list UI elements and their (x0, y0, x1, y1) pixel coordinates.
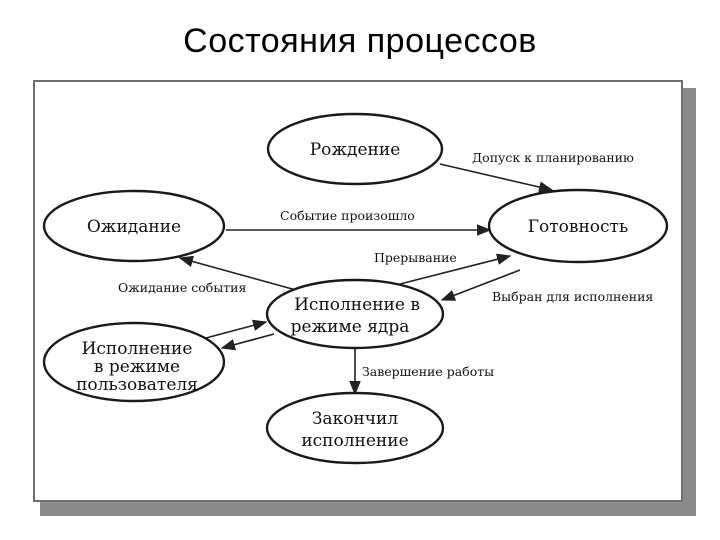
state-birth: Рождение (266, 112, 444, 186)
state-user-label-2: в режиме (94, 357, 180, 377)
state-waiting-label: Ожидание (87, 217, 181, 237)
state-kernel-label-1: Исполнение в (294, 295, 420, 315)
edge-labels: Допуск к планированию Событие произошло … (118, 150, 653, 379)
edges (178, 163, 554, 396)
edge-label-selected: Выбран для исполнения (492, 289, 653, 304)
edge-kernel-to-user (220, 333, 275, 351)
state-ready-label: Готовность (528, 217, 628, 237)
state-finished: Закончил исполнение (265, 391, 445, 465)
state-finished-label-1: Закончил (312, 409, 398, 429)
state-ready: Готовность (487, 188, 669, 264)
state-kernel: Исполнение в режиме ядра (265, 278, 445, 350)
slide-title: Состояния процессов (183, 22, 537, 60)
edge-kernel-to-waiting (178, 255, 297, 291)
state-user-label-3: пользователя (76, 375, 198, 395)
state-kernel-label-2: режиме ядра (291, 317, 410, 337)
edge-label-wait-event: Ожидание события (118, 280, 247, 295)
edge-label-interrupt: Прерывание (374, 250, 457, 265)
state-waiting: Ожидание (42, 189, 226, 263)
edge-user-to-kernel (205, 319, 268, 339)
state-user-label-1: Исполнение (82, 339, 193, 359)
edge-ready-to-kernel (440, 269, 521, 301)
edge-label-admission: Допуск к планированию (472, 150, 634, 165)
state-birth-label: Рождение (310, 140, 401, 160)
edge-label-completion: Завершение работы (362, 364, 494, 379)
edge-label-event-occurred: Событие произошло (280, 208, 415, 223)
state-finished-label-2: исполнение (301, 431, 408, 451)
edge-birth-to-ready (439, 163, 554, 193)
state-user: Исполнение в режиме пользователя (42, 321, 226, 403)
edge-kernel-to-ready (399, 253, 512, 285)
